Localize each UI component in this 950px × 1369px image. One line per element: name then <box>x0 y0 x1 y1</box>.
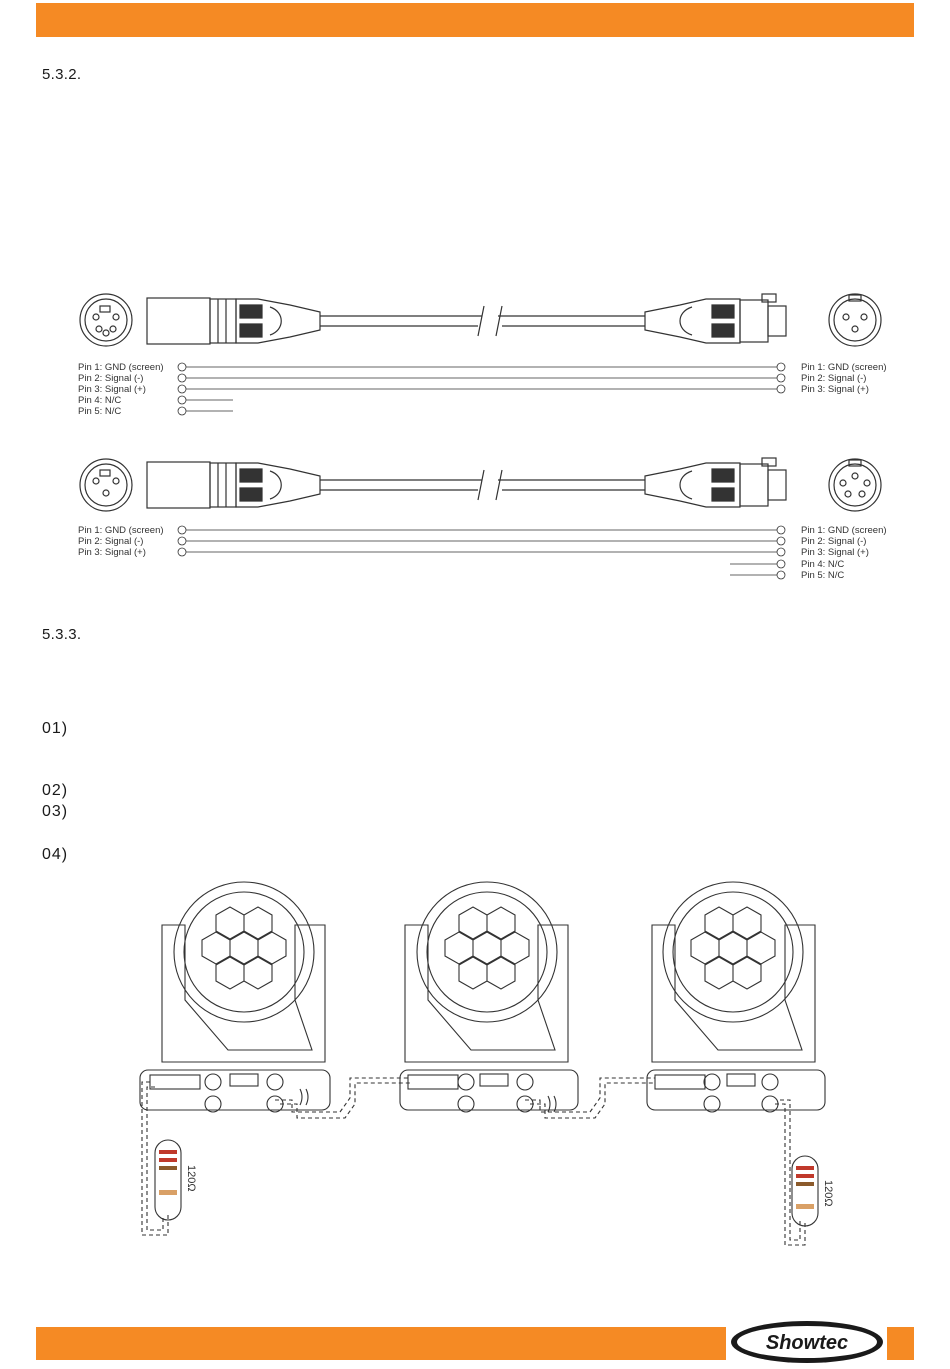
step-04: 04) <box>42 846 69 863</box>
top-right-pin-2: Pin 2: Signal (-) <box>801 373 867 384</box>
terminator-left-label: 120Ω <box>185 1165 197 1192</box>
cable-top-illustration <box>79 293 882 416</box>
fixture-2 <box>399 881 579 1113</box>
top-right-pin-3: Pin 3: Signal (+) <box>801 384 869 395</box>
dmx-links <box>141 1077 806 1246</box>
bottom-right-pin-4: Pin 4: N/C <box>801 559 845 570</box>
bottom-left-pin-2: Pin 2: Signal (-) <box>78 536 144 547</box>
footer-bar-left <box>36 1327 726 1360</box>
terminator-right <box>791 1155 819 1227</box>
cable-bottom-illustration <box>79 457 882 580</box>
bottom-right-pin-5: Pin 5: N/C <box>801 570 845 581</box>
bottom-right-pin-3: Pin 3: Signal (+) <box>801 547 869 558</box>
bottom-left-pin-3: Pin 3: Signal (+) <box>78 547 146 558</box>
top-left-pin-1: Pin 1: GND (screen) <box>78 362 164 373</box>
top-left-pin-3: Pin 3: Signal (+) <box>78 384 146 395</box>
section-heading-5-3-3: 5.3.3. <box>42 626 82 643</box>
top-left-pin-2: Pin 2: Signal (-) <box>78 373 144 384</box>
footer-bar-right <box>887 1327 914 1360</box>
top-right-pin-1: Pin 1: GND (screen) <box>801 362 887 373</box>
showtec-logo-text: Showtec <box>766 1332 848 1354</box>
fixture-3 <box>646 881 826 1113</box>
top-left-pin-5: Pin 5: N/C <box>78 406 122 417</box>
header-bar <box>36 3 914 37</box>
showtec-logo: Showtec <box>731 1321 883 1363</box>
step-01: 01) <box>42 720 69 737</box>
top-left-pin-4: Pin 4: N/C <box>78 395 122 406</box>
moving-heads-illustration <box>139 881 826 1246</box>
bottom-right-pin-1: Pin 1: GND (screen) <box>801 525 887 536</box>
terminator-left <box>154 1139 182 1221</box>
fixture-1 <box>139 881 331 1113</box>
bottom-right-pin-2: Pin 2: Signal (-) <box>801 536 867 547</box>
bottom-left-pin-1: Pin 1: GND (screen) <box>78 525 164 536</box>
terminator-right-label: 120Ω <box>822 1180 834 1207</box>
step-02: 02) <box>42 782 69 799</box>
section-heading-5-3-2: 5.3.2. <box>42 66 82 83</box>
step-03: 03) <box>42 803 69 820</box>
